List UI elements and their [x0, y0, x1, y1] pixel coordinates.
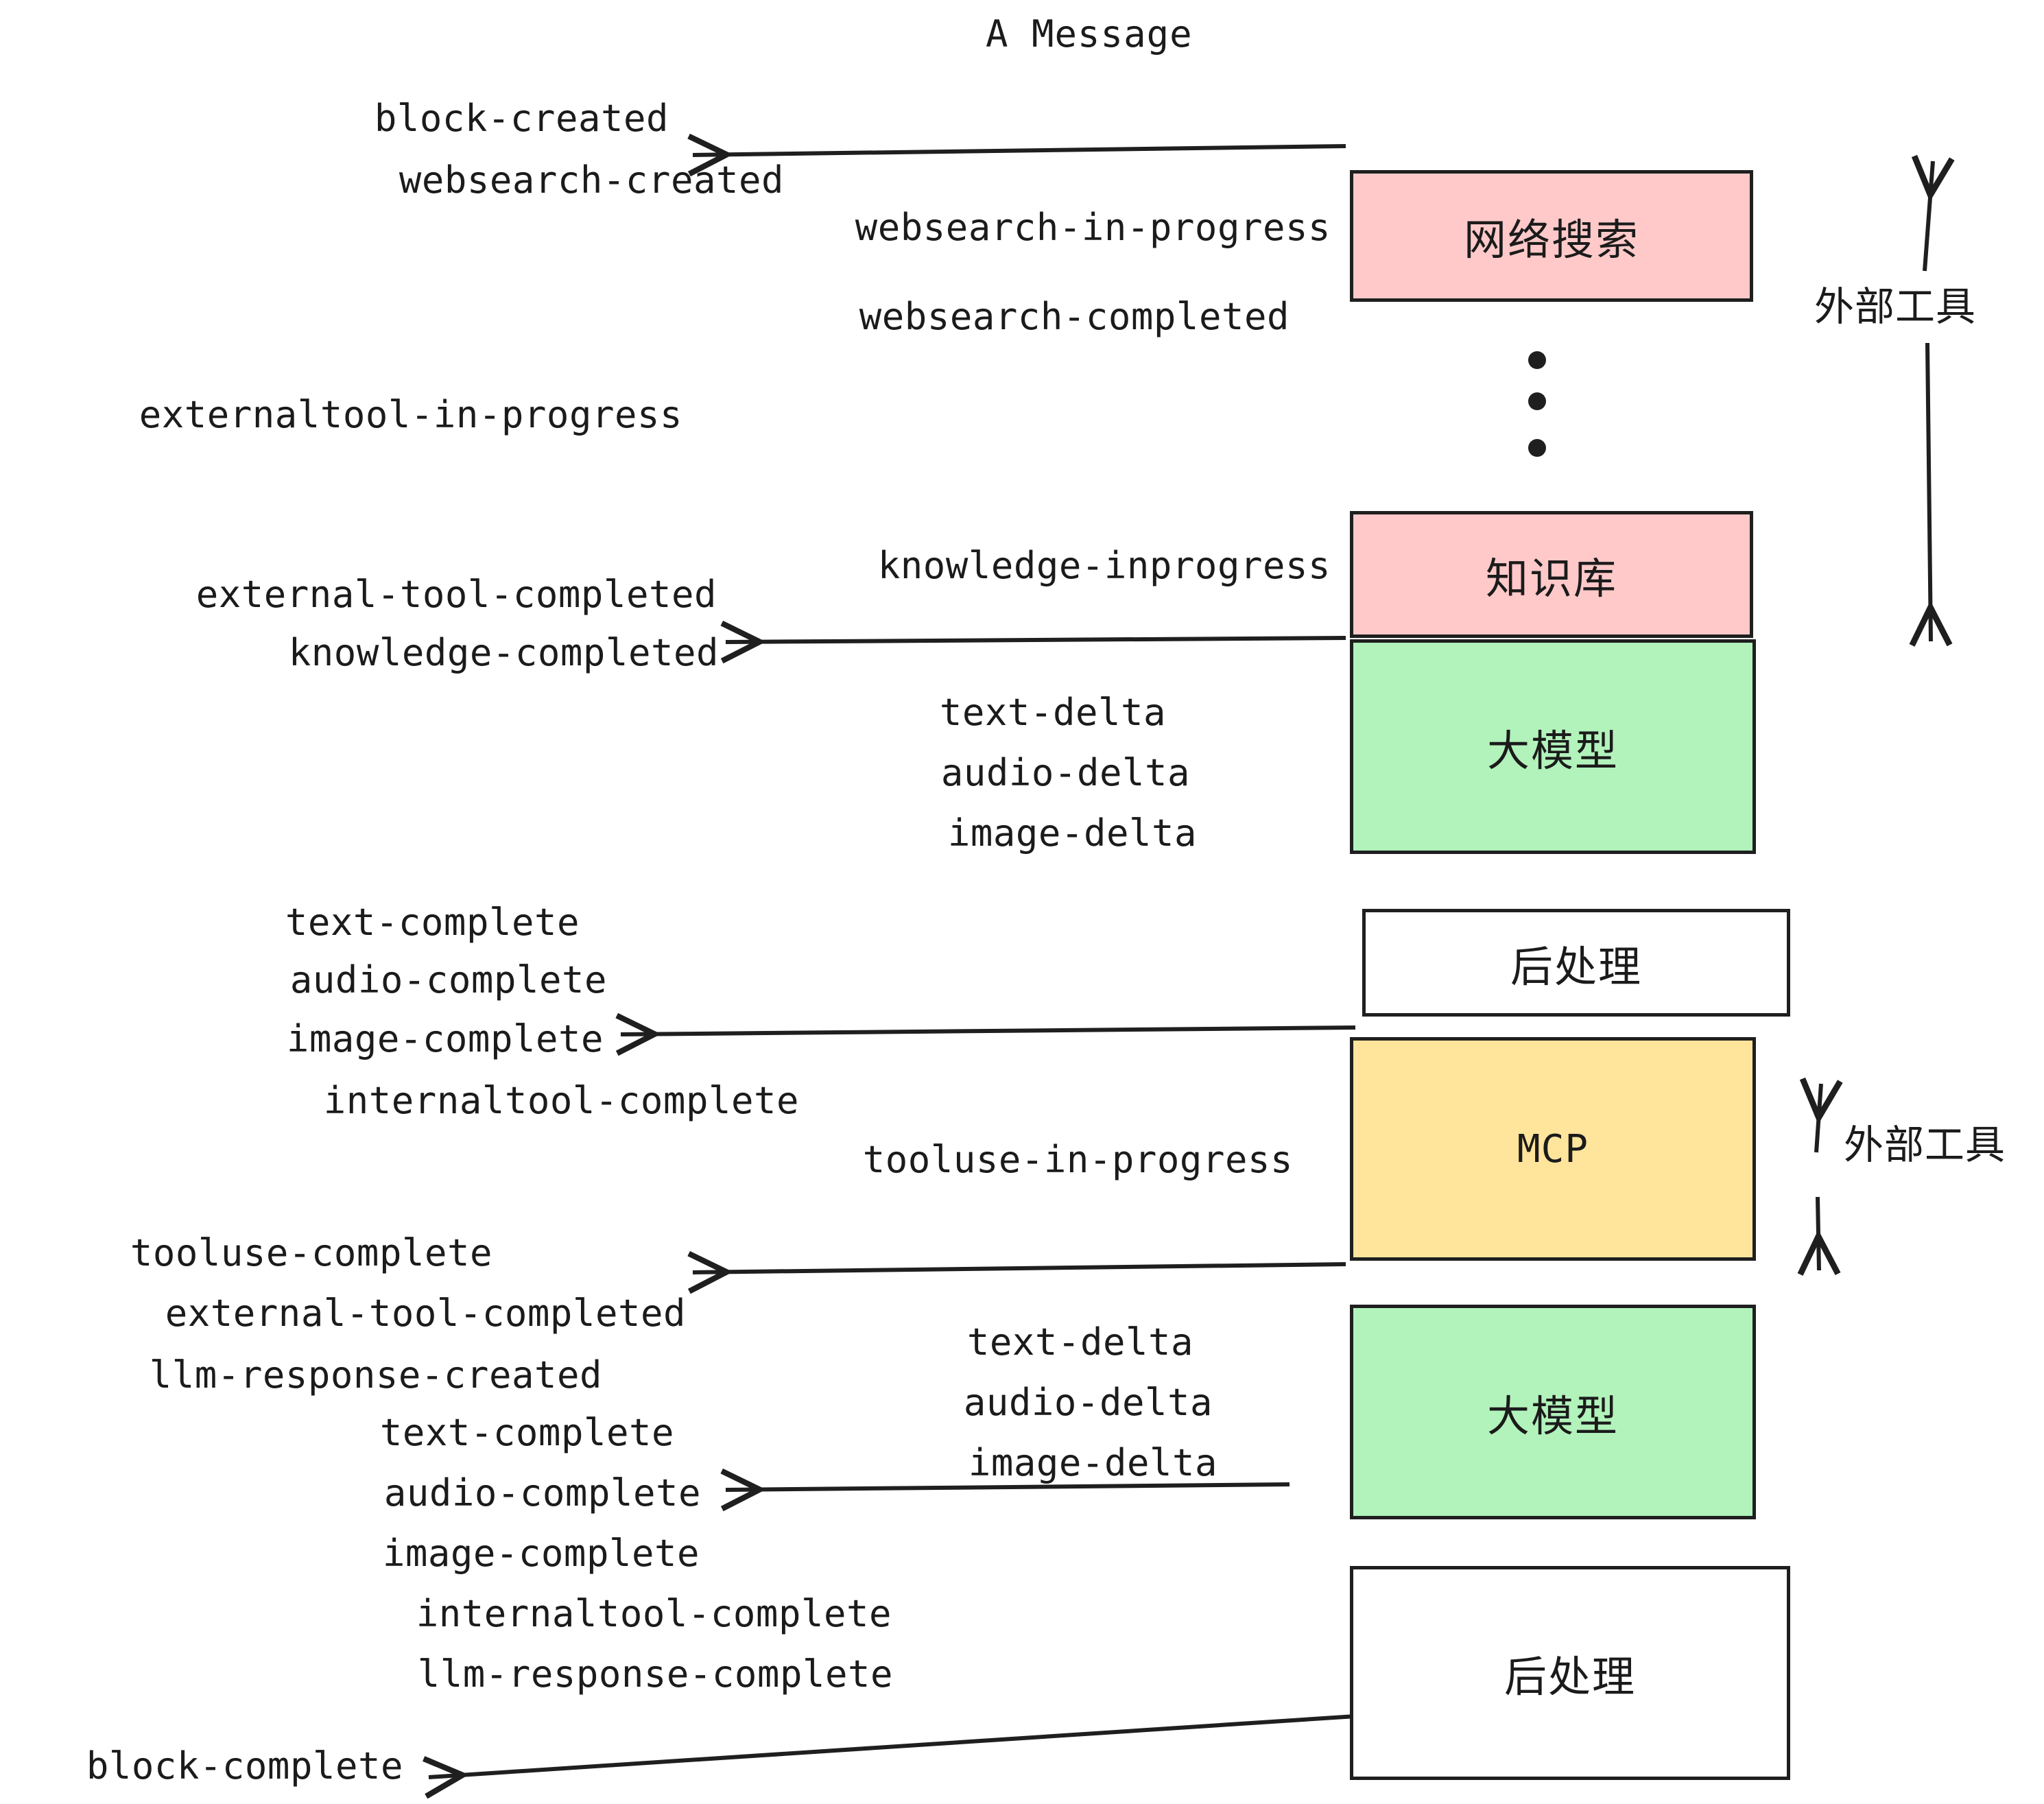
node-postprocess-2-label: 后处理: [1504, 1652, 1636, 1702]
event-audio-complete-1: audio-complete: [289, 958, 607, 1001]
node-mcp-label: MCP: [1517, 1126, 1589, 1172]
node-postprocess-1[interactable]: 后处理: [1362, 909, 1790, 1017]
node-llm-1-label: 大模型: [1486, 725, 1619, 776]
node-websearch[interactable]: 网络搜索: [1350, 170, 1753, 302]
node-postprocess-2[interactable]: 后处理: [1350, 1566, 1790, 1780]
arrow-postprocess1-to-image-complete: [621, 1028, 1356, 1034]
event-block-complete: block-complete: [86, 1744, 403, 1788]
event-tooluse-complete: tooluse-complete: [130, 1231, 492, 1274]
node-llm-1[interactable]: 大模型: [1350, 639, 1756, 854]
event-knowledge-inprogress: knowledge-inprogress: [877, 544, 1331, 587]
event-knowledge-completed: knowledge-completed: [288, 631, 719, 674]
event-text-complete-1: text-complete: [285, 901, 580, 944]
event-audio-delta-2: audio-delta: [963, 1381, 1213, 1424]
event-block-created: block-created: [374, 97, 669, 140]
external-tools-label-bottom: 外部工具: [1844, 1121, 2006, 1168]
arrow-llm2-to-audio-complete: [726, 1484, 1290, 1490]
node-llm-2-label: 大模型: [1486, 1390, 1619, 1441]
event-image-complete-1: image-complete: [286, 1017, 604, 1060]
event-image-delta-2: image-delta: [968, 1441, 1217, 1484]
external-tools-scope-bottom: [1816, 1084, 1821, 1270]
arrow-mcp-to-tooluse-complete: [693, 1264, 1346, 1272]
event-websearch-created: websearch-created: [399, 158, 784, 202]
page-title: A Message: [986, 12, 1193, 56]
node-mcp[interactable]: MCP: [1350, 1037, 1756, 1261]
event-llm-response-created: llm-response-created: [149, 1353, 602, 1397]
event-audio-delta-1: audio-delta: [940, 751, 1190, 794]
event-image-complete-2: image-complete: [382, 1532, 700, 1575]
external-tools-scope-top: [1925, 161, 1933, 641]
event-text-delta-2: text-delta: [966, 1320, 1193, 1364]
event-tooluse-in-progress: tooluse-in-progress: [862, 1138, 1293, 1181]
event-image-delta-1: image-delta: [947, 811, 1197, 855]
external-tools-label-top: 外部工具: [1814, 283, 1977, 330]
node-postprocess-1-label: 后处理: [1510, 941, 1642, 992]
event-internaltool-complete-1: internaltool-complete: [323, 1079, 799, 1122]
ellipsis-dot: [1528, 439, 1546, 457]
event-websearch-in-progress: websearch-in-progress: [855, 206, 1331, 249]
ellipsis-dot: [1528, 392, 1546, 410]
arrow-knowledge-to-knowledge-completed: [726, 638, 1346, 642]
node-llm-2[interactable]: 大模型: [1350, 1305, 1756, 1519]
event-external-tool-completed-2: external-tool-completed: [165, 1292, 686, 1335]
ellipsis-dot: [1528, 351, 1546, 369]
event-text-delta-1: text-delta: [939, 691, 1166, 734]
event-audio-complete-2: audio-complete: [383, 1471, 701, 1515]
event-text-complete-2: text-complete: [379, 1411, 674, 1454]
event-websearch-completed: websearch-completed: [859, 295, 1290, 338]
node-knowledge[interactable]: 知识库: [1350, 511, 1753, 638]
node-knowledge-label: 知识库: [1485, 553, 1617, 604]
event-externaltool-in-progress: externaltool-in-progress: [139, 393, 682, 436]
event-external-tool-completed: external-tool-completed: [195, 573, 717, 616]
node-websearch-label: 网络搜索: [1463, 215, 1639, 265]
event-internaltool-complete-2: internaltool-complete: [416, 1592, 892, 1635]
arrow-websearch-to-block-created: [693, 146, 1346, 155]
arrow-postprocess2-to-block-complete: [429, 1714, 1356, 1777]
event-llm-response-complete: llm-response-complete: [417, 1652, 893, 1696]
